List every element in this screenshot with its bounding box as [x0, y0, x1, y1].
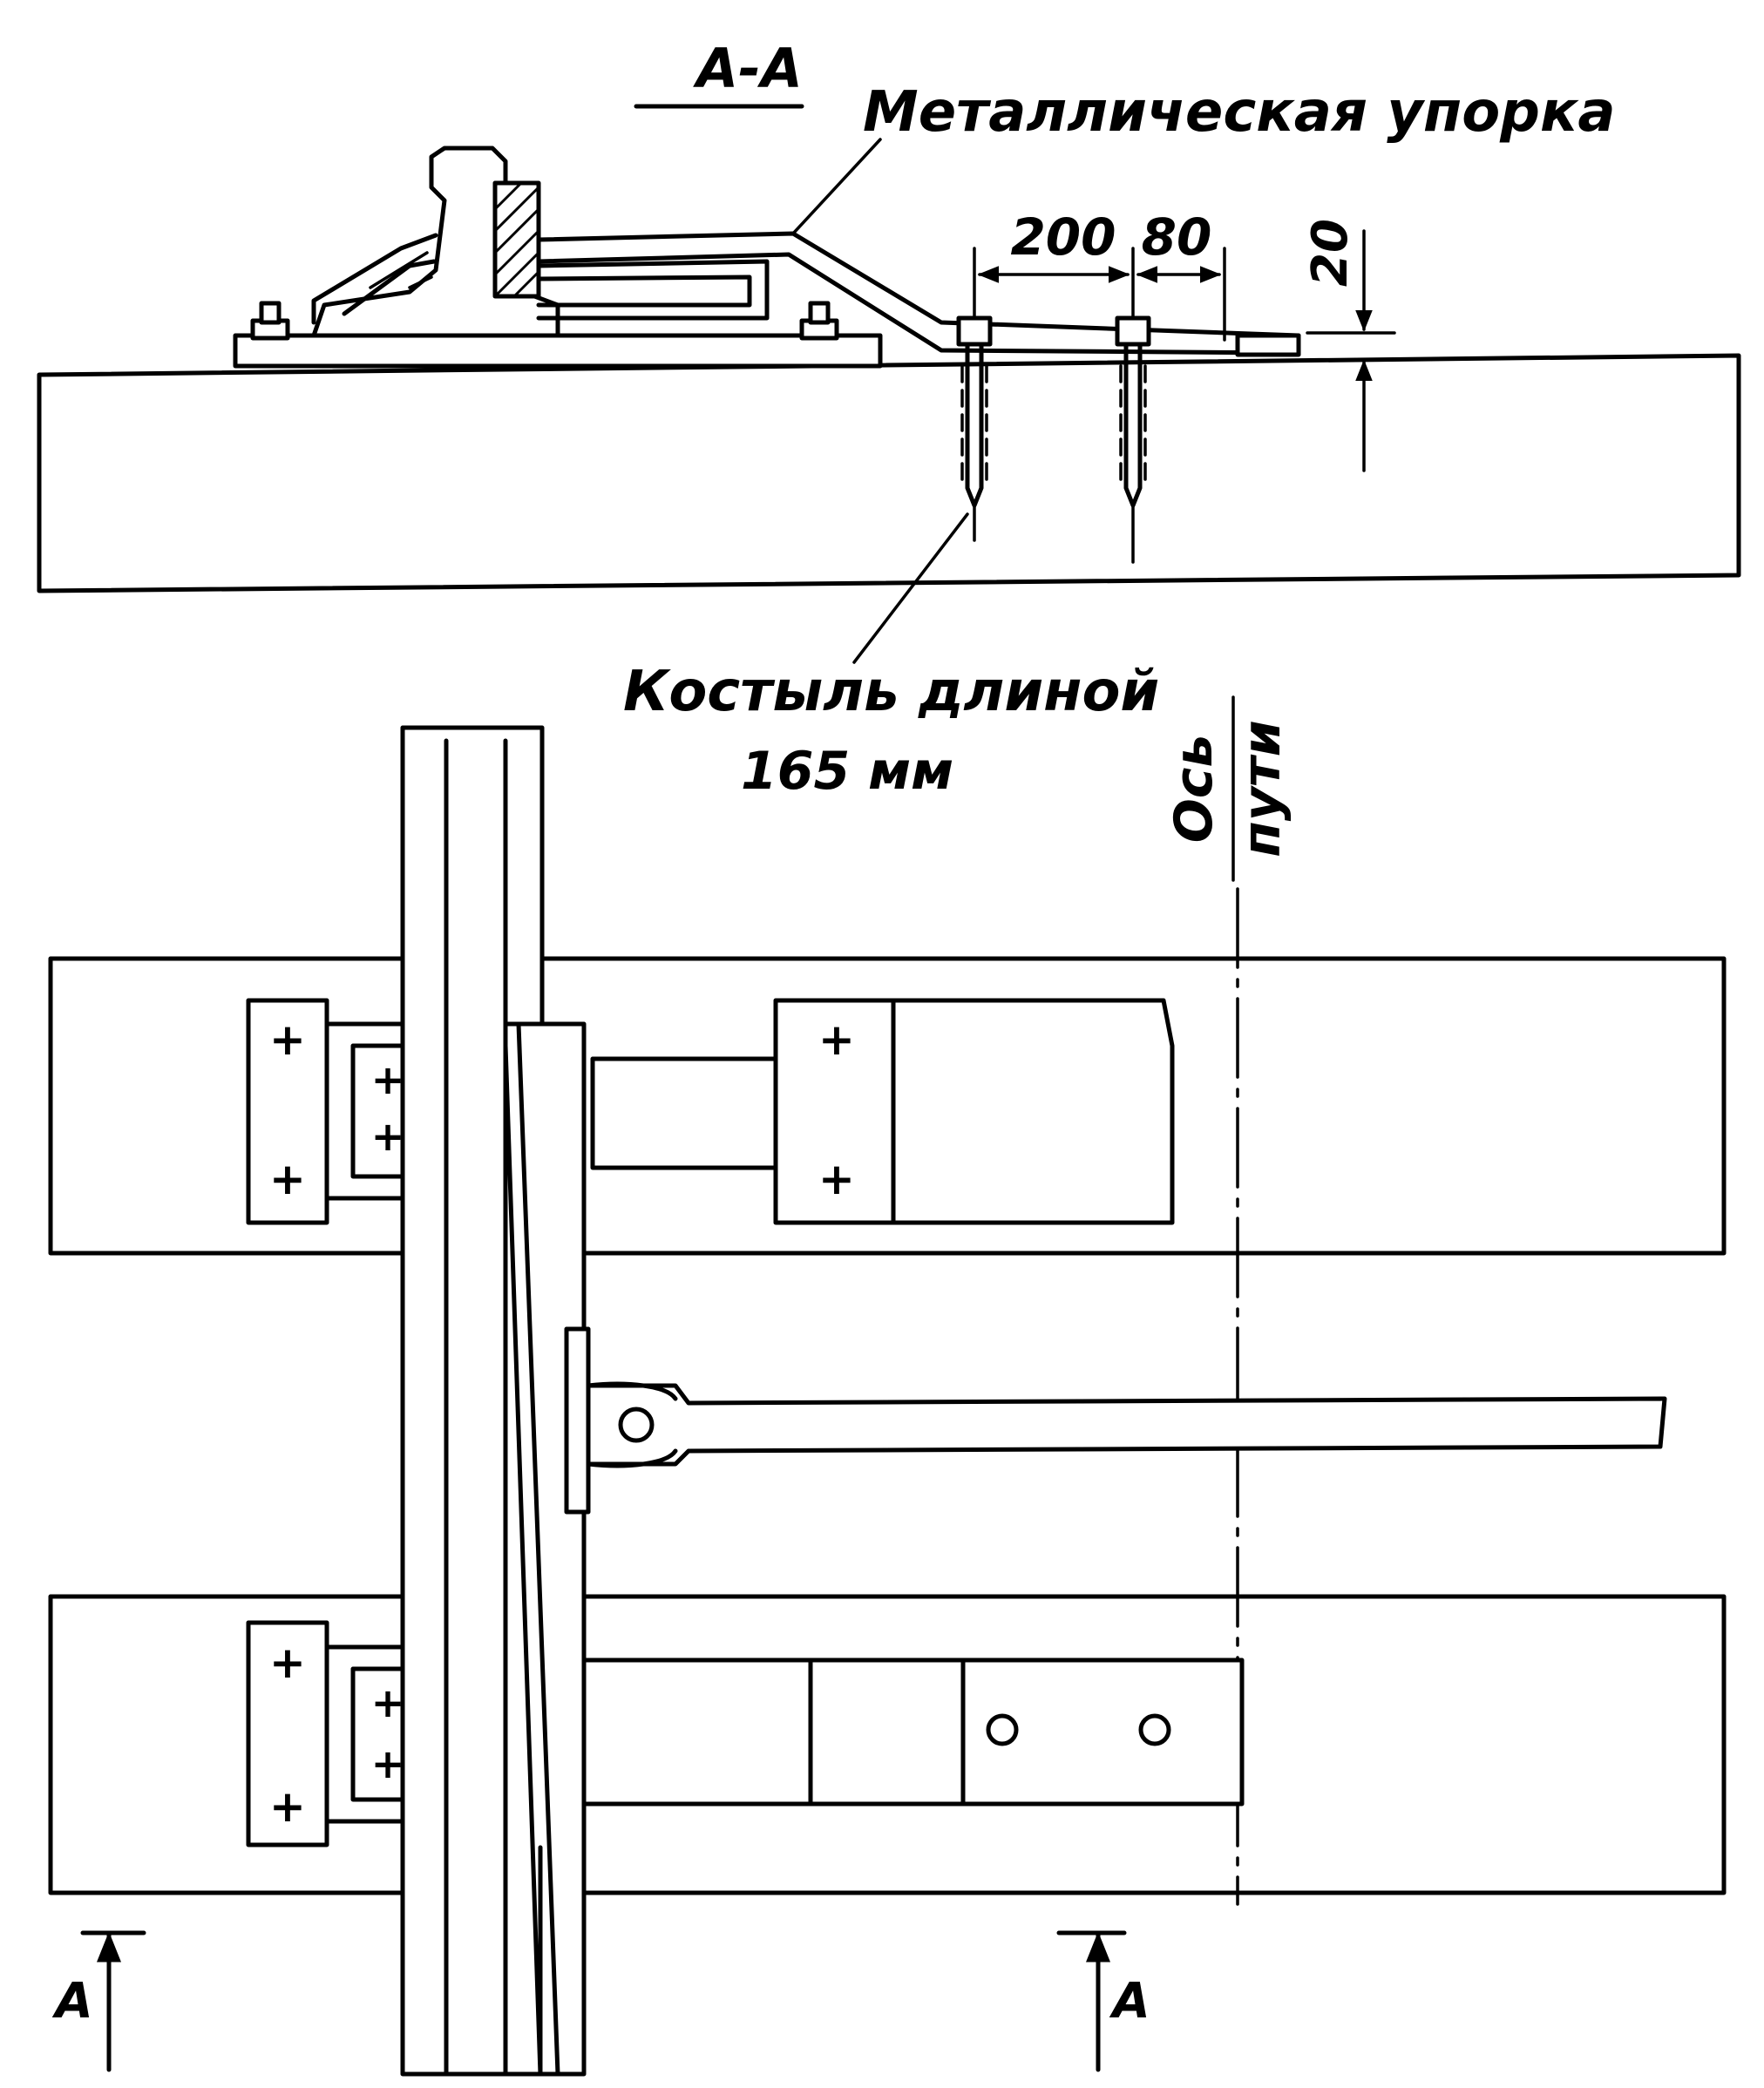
cut-label-left: А: [51, 1973, 92, 2030]
cut-marker-left: А: [51, 1930, 146, 2072]
svg-text:+: +: [371, 1740, 405, 1787]
svg-text:+: +: [269, 1781, 306, 1832]
svg-text:+: +: [818, 1014, 855, 1065]
svg-text:+: +: [818, 1154, 855, 1204]
switch-blade: [503, 1021, 587, 2077]
plan-view: Ось пути + + + + + + + +: [48, 695, 1727, 2077]
cut-marker-right: А: [1056, 1930, 1150, 2072]
rail-plan: [400, 725, 587, 2077]
dimension-80: 80: [1142, 207, 1212, 267]
metal-stop-label: Металлическая упорка: [863, 80, 1616, 145]
svg-text:+: +: [269, 1014, 306, 1065]
spike-leader: [852, 512, 969, 664]
sleeper-section: [37, 353, 1741, 593]
spike-label-line2: 165 мм: [741, 741, 953, 802]
spike-label-line1: Костыль длиной: [623, 660, 1159, 724]
hatched-block: [492, 180, 541, 299]
svg-text:+: +: [269, 1637, 306, 1688]
svg-text:+: +: [371, 1113, 405, 1160]
cut-label-right: А: [1109, 1973, 1150, 2030]
tie-plate: [233, 333, 883, 369]
switch-rod: [564, 1326, 1667, 1515]
dimension-20-label: 20: [1302, 219, 1359, 287]
dimension-200: 200: [1010, 207, 1116, 267]
svg-text:+: +: [269, 1154, 306, 1204]
rod-body: [586, 1383, 1667, 1467]
track-axis-label-line2: пути: [1231, 720, 1292, 857]
svg-text:+: +: [371, 1679, 405, 1726]
spike-left: [956, 315, 993, 542]
section-view: А-А: [37, 37, 1741, 802]
tie-plate-bolt-left: [250, 301, 290, 341]
rod-pin: [618, 1407, 655, 1443]
svg-text:+: +: [371, 1056, 405, 1103]
spike-hole-1: [986, 1713, 1019, 1746]
lower-tie-plate-left: [246, 1620, 329, 1847]
spike-hole-2: [1138, 1713, 1171, 1746]
section-title: А-А: [692, 37, 803, 100]
rail-brace: [311, 233, 438, 325]
tie-plate-bolt-right: [799, 301, 839, 341]
metal-stop-plan: [564, 1658, 1245, 1807]
track-axis-label-line1: Ось: [1164, 735, 1225, 844]
dimension-200-80: 200 80: [973, 207, 1226, 342]
dimension-20: 20: [1302, 219, 1396, 472]
upper-tie-plate-left: [246, 998, 329, 1225]
stop-leader: [791, 138, 882, 235]
